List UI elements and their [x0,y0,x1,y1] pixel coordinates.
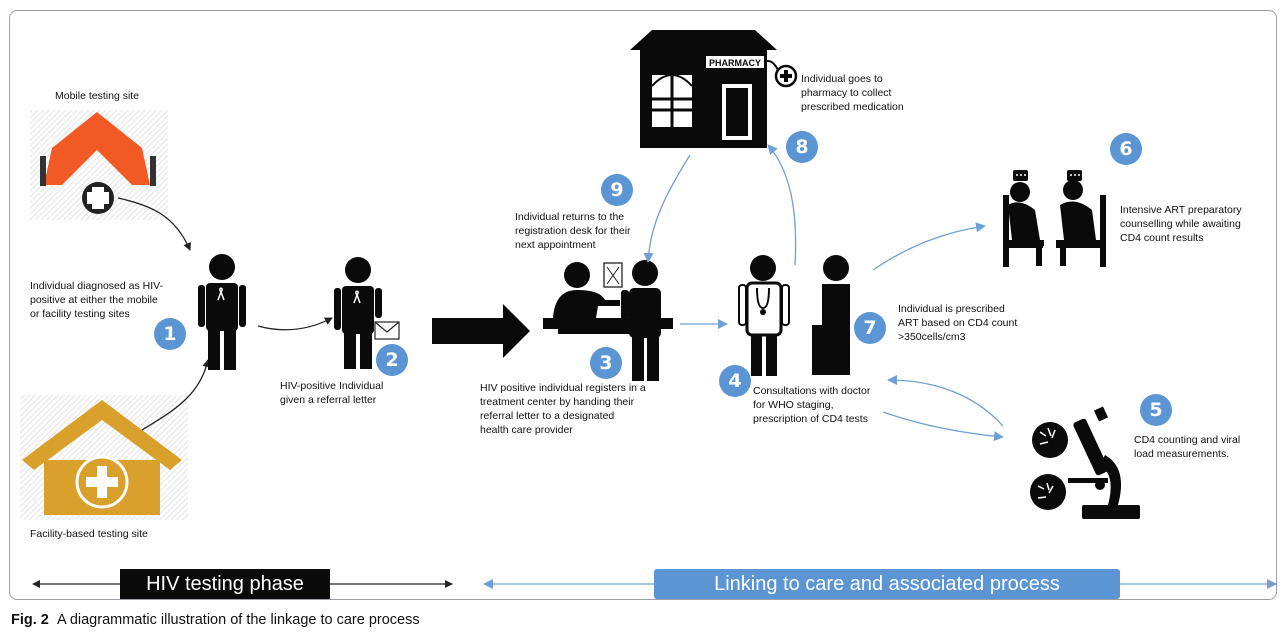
registration-desk-icon [543,260,673,381]
person-diagnosed-icon [198,254,246,370]
arrow-doctor-to-pharmacy [767,144,797,266]
arrow-pharmacy-to-desk [643,154,691,263]
counselling-label: Intensive ART preparatory counselling wh… [1120,204,1242,244]
consult-label: Consultations with doctor for WHO stagin… [753,385,871,425]
arrow-tent-to-person [117,197,191,251]
arrow-to-counselling [872,222,986,271]
arrow-doctor-to-lab [882,411,1004,442]
step-badge-3: 3 [590,347,622,379]
cd4-label: CD4 counting and viral load measurements… [1134,434,1241,460]
figure-caption: Fig. 2 A diagrammatic illustration of th… [11,612,420,628]
person-referral-icon [334,257,382,369]
pharmacy-label: Individual goes to pharmacy to collect p… [801,73,904,113]
step-badge-1: 1 [154,318,186,350]
doctor-icon [738,255,790,376]
step-badge-4: 4 [719,365,751,397]
arrow-person-to-referral [257,317,333,331]
linking-phase-label: Linking to care and associated process [654,569,1120,599]
step-badge-8: 8 [786,131,818,163]
pharmacy-icon: PHARMACY [630,30,798,148]
step-badge-9: 9 [601,174,633,206]
arrow-lab-to-doctor [887,375,1004,427]
microscope-icon [1030,406,1140,519]
caption-prefix: Fig. 2 [11,612,49,628]
counselling-icon [1003,170,1106,267]
testing-phase-label: HIV testing phase [120,569,330,599]
step-badge-7: 7 [854,312,886,344]
mobile-site-label: Mobile testing site [55,90,140,102]
house-icon [20,395,188,520]
prescribed-label: Individual is prescribed ART based on CD… [898,303,1018,343]
patient-icon [812,255,850,375]
caption-text: A diagrammatic illustration of the linka… [56,612,420,628]
registers-label: HIV positive individual registers in a t… [480,382,646,436]
big-arrow-icon [432,304,530,358]
pharmacy-sign-text: PHARMACY [709,58,761,68]
diagnosed-label: Individual diagnosed as HIV- positive at… [30,280,164,320]
step-badge-2: 2 [376,344,408,376]
returns-label: Individual returns to the registration d… [515,211,631,251]
step-badge-5: 5 [1140,394,1172,426]
referral-label: HIV-positive Individual given a referral… [280,380,384,406]
arrow-house-to-person [141,359,211,431]
envelope-icon [374,321,400,340]
facility-site-label: Facility-based testing site [30,528,148,540]
step-badge-6: 6 [1110,133,1142,165]
figure-frame [9,10,1277,600]
tent-icon [30,110,168,220]
